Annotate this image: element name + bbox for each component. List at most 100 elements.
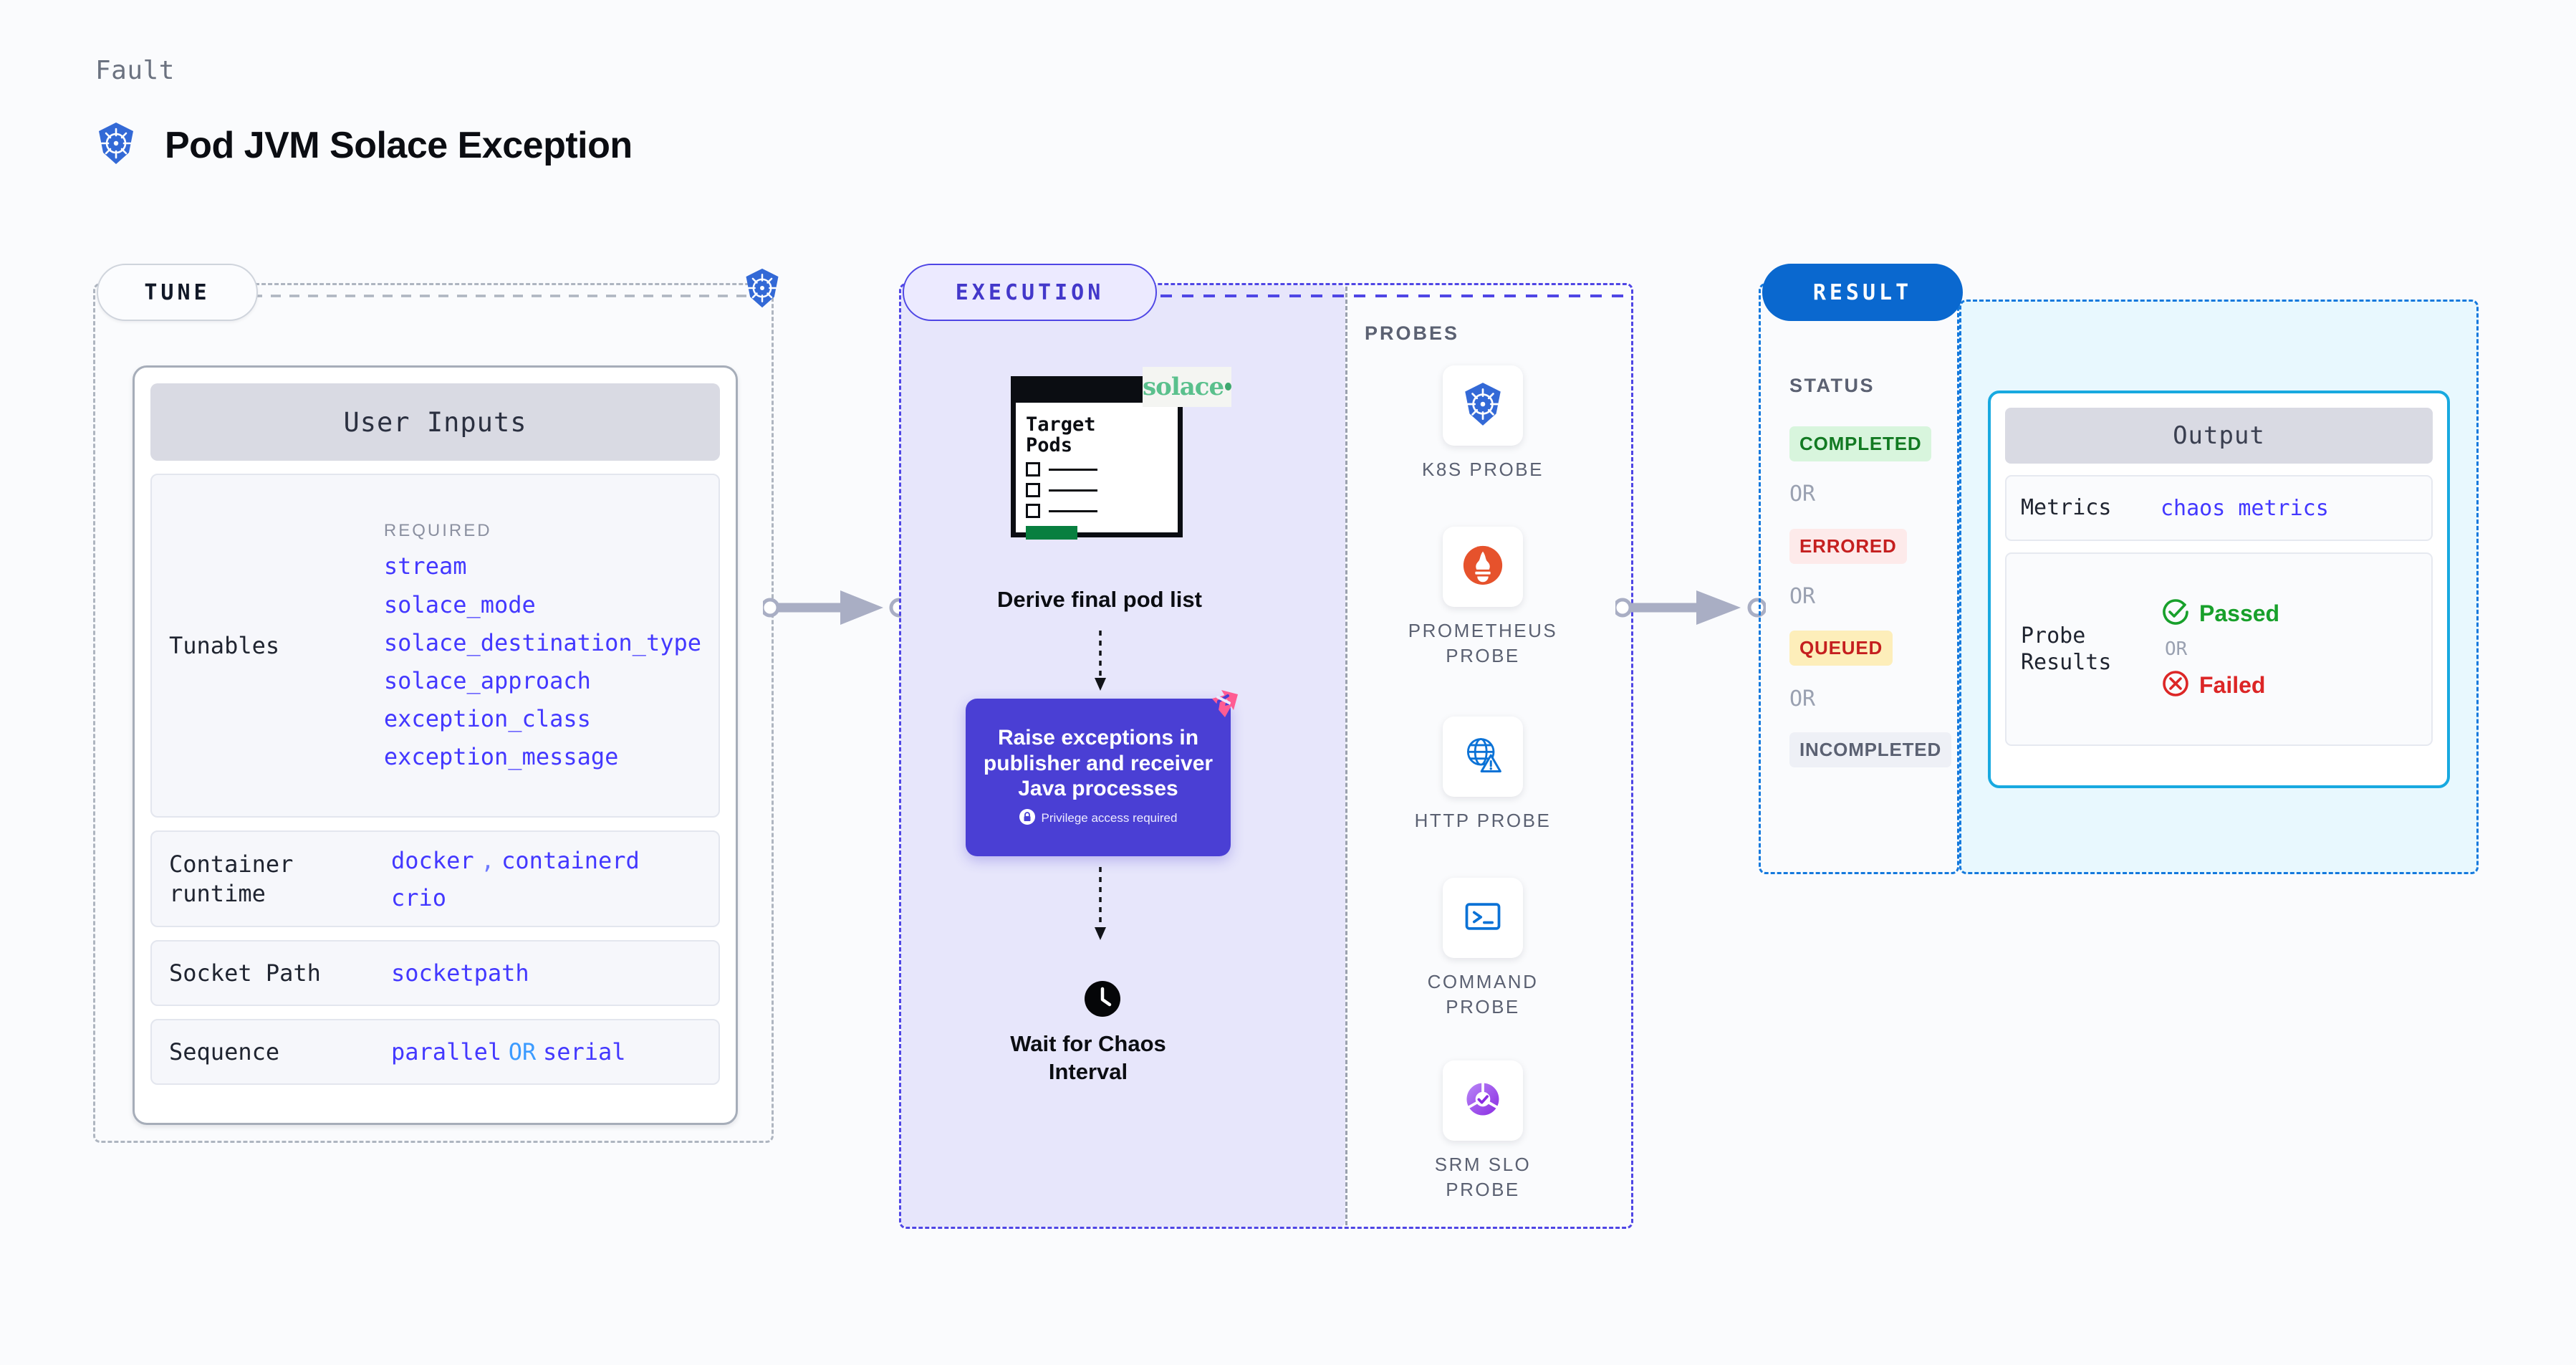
tunable-exception-class[interactable]: exception_class [383,705,591,733]
status-or-2: OR [1789,584,1816,609]
sequence-joiner: OR [508,1038,537,1065]
tune-kubernetes-badge-icon [741,267,784,313]
probe-tile [1443,717,1523,797]
probe-label-line2: PROBE [1446,996,1520,1018]
doc-rule [1049,468,1097,471]
tunables-row: Tunables REQUIRED stream solace_mode sol… [150,474,720,818]
probe-result-passed: Passed [2161,597,2279,630]
sequence-label: Sequence [169,1038,280,1065]
metrics-label: Metrics [2021,495,2112,521]
terminal-icon [1461,895,1504,942]
probe-tile [1443,527,1523,607]
checkbox-icon [1026,483,1040,498]
result-pill[interactable]: RESULT [1762,264,1963,321]
checkbox-icon [1026,504,1040,519]
runtime-containerd[interactable]: containerd [501,846,640,874]
page-title-row: Pod JVM Solace Exception [93,120,633,170]
wait-chaos-caption-line2: Interval [1048,1058,1128,1084]
arrow-step1-to-step2 [1095,631,1106,691]
tune-to-execution-arrow [763,590,906,625]
probe-label-line2: PROBE [1446,645,1520,667]
doc-list-item [1026,483,1168,498]
probe-label: COMMAND PROBE [1428,969,1539,1020]
container-runtime-row: Container runtime docker , containerd cr… [150,830,720,927]
probe-result-or: OR [2165,638,2188,660]
tunables-values: REQUIRED stream solace_mode solace_desti… [384,521,701,770]
runtime-separator: , [481,846,495,874]
page-title: Pod JVM Solace Exception [165,124,633,166]
check-circle-icon [2161,597,2191,630]
probe-results-values: Passed OR Failed [2161,597,2279,701]
solace-wordmark: solace [1143,373,1224,401]
probe-result-failed: Failed [2161,669,2279,701]
tune-connector-line [215,294,759,297]
probe-command[interactable]: COMMAND PROBE [1400,878,1565,1020]
sequence-values: parallel OR serial [391,1038,701,1065]
http-globe-warning-icon [1461,734,1504,780]
probe-prometheus[interactable]: PROMETHEUS PROBE [1400,527,1565,669]
privilege-note-row: Privilege access required [1019,808,1178,828]
execution-to-result-arrow [1615,590,1766,625]
probes-section-label: PROBES [1365,322,1460,344]
x-circle-icon [2161,669,2191,701]
probe-label: PROMETHEUS PROBE [1408,618,1557,669]
tunable-solace-mode[interactable]: solace_mode [383,590,536,618]
probe-tile [1443,1060,1523,1141]
arrow-step2-to-step3 [1095,867,1106,940]
doc-title-line1: Target [1026,413,1096,436]
output-card-title: Output [2005,408,2433,464]
doc-rule [1049,509,1097,512]
probe-tile [1443,365,1523,446]
privilege-note-text: Privilege access required [1041,811,1178,825]
tune-pill[interactable]: TUNE [97,264,258,321]
doc-title-line2: Pods [1026,434,1073,457]
user-inputs-title: User Inputs [150,383,720,461]
status-or-3: OR [1789,686,1816,712]
tunable-exception-message[interactable]: exception_message [383,743,619,771]
probe-label: SRM SLO PROBE [1435,1152,1532,1202]
derive-pod-list-caption: Derive final pod list [997,587,1202,612]
sequence-parallel[interactable]: parallel [391,1038,502,1065]
probe-srm-slo[interactable]: SRM SLO PROBE [1400,1060,1565,1202]
lock-icon [1019,808,1035,828]
kubernetes-icon [93,120,139,170]
tunable-solace-approach[interactable]: solace_approach [383,667,591,694]
execution-connector-line [1160,294,1633,297]
wait-chaos-caption-line1: Wait for Chaos [1010,1031,1166,1056]
sequence-serial[interactable]: serial [542,1038,626,1065]
status-badge-incompleted: INCOMPLETED [1789,732,1952,767]
runtime-docker[interactable]: docker [391,846,474,874]
tunables-row-label: Tunables [169,631,280,659]
probes-divider [1345,287,1347,1225]
doc-green-bar [1026,526,1077,540]
metrics-value[interactable]: chaos metrics [2161,495,2329,521]
raise-exceptions-action-card[interactable]: Raise exceptions in publisher and receiv… [966,690,1238,856]
clock-icon [1084,980,1121,1021]
status-or-1: OR [1789,482,1816,507]
execution-pill[interactable]: EXECUTION [903,264,1157,321]
required-tag: REQUIRED [383,521,492,541]
probe-http[interactable]: HTTP PROBE [1400,717,1565,833]
status-badge-queued: QUEUED [1789,631,1893,666]
probe-label-line2: PROBE [1446,1179,1520,1201]
tunable-solace-destination-type[interactable]: solace_destination_type [383,628,701,656]
result-section-boundary [1759,283,1959,874]
execution-section-boundary [899,283,1633,1229]
probe-k8s[interactable]: K8S PROBE [1400,365,1565,482]
checkbox-icon [1026,462,1040,477]
action-card-text: Raise exceptions in publisher and receiv… [983,726,1213,801]
srm-slo-icon [1461,1078,1504,1124]
wait-chaos-caption: Wait for Chaos Interval [984,1030,1192,1086]
tunable-stream[interactable]: stream [383,552,467,580]
passed-text: Passed [2199,600,2280,626]
failed-text: Failed [2199,671,2266,698]
doc-rule [1049,489,1097,492]
status-badge-completed: COMPLETED [1789,426,1932,461]
runtime-crio[interactable]: crio [391,883,447,911]
metrics-row: Metrics chaos metrics [2005,475,2433,541]
solace-dot [1225,382,1231,391]
socket-path-value[interactable]: socketpath [391,959,529,987]
